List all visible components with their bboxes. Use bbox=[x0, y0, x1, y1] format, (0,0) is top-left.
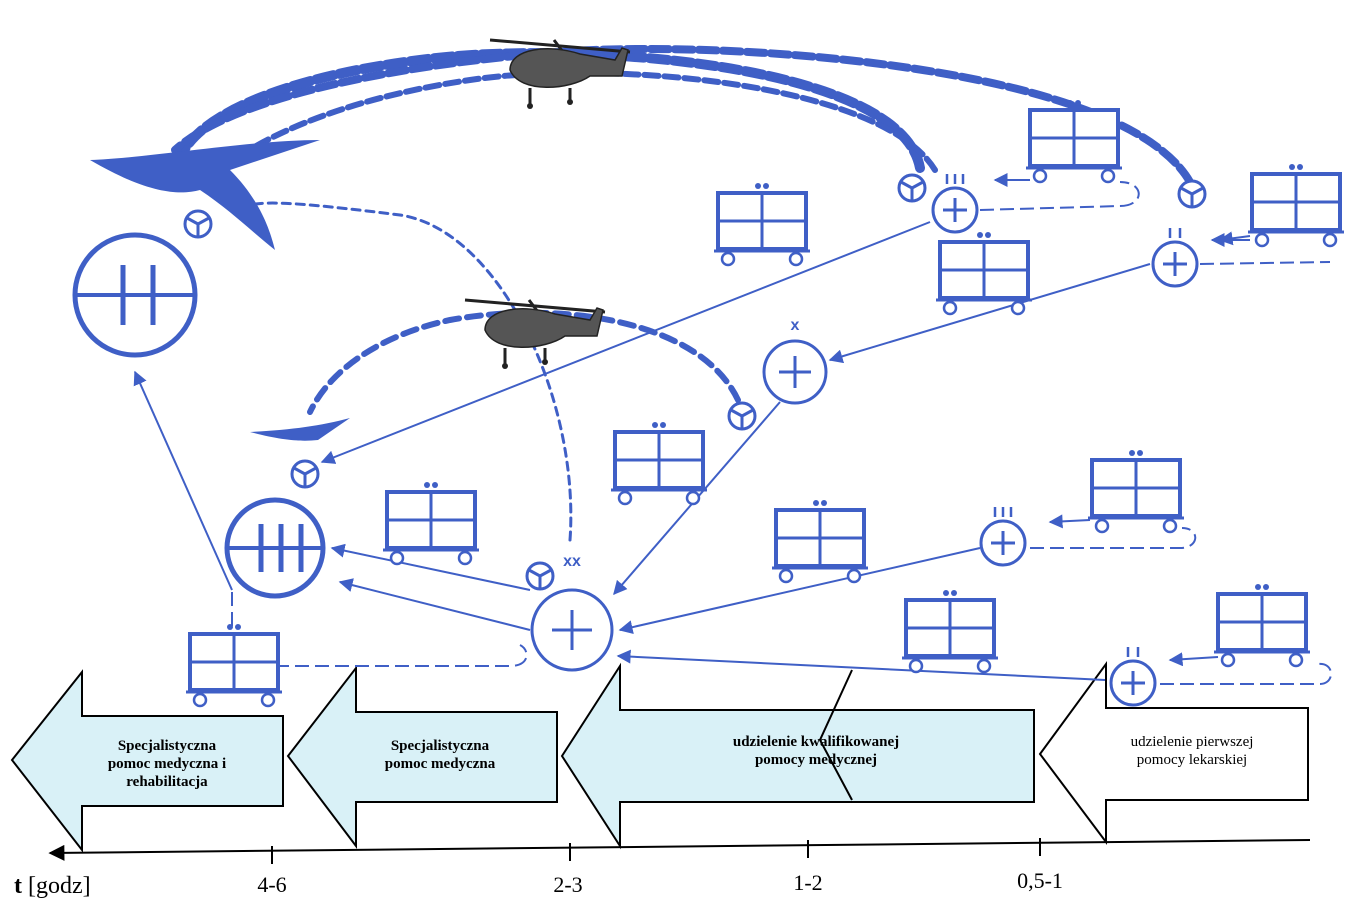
ambulance-icon bbox=[712, 181, 812, 267]
triage-sign-icon bbox=[183, 209, 213, 239]
stage-arrow-1 bbox=[10, 669, 284, 853]
stage-arrow-2 bbox=[286, 665, 558, 849]
stage-1-line-3: rehabilitacja bbox=[126, 774, 208, 790]
ambulance-icon bbox=[900, 588, 1000, 674]
triage-sign-icon bbox=[1177, 179, 1207, 209]
axis-label: t[godz] bbox=[14, 873, 91, 899]
air-evacuation-routes bbox=[171, 45, 1194, 542]
hospital-icon bbox=[224, 497, 326, 599]
ambulance-icon bbox=[1212, 582, 1312, 668]
hospital-icon bbox=[72, 232, 198, 358]
medical-post-icon bbox=[931, 174, 979, 234]
time-axis bbox=[48, 838, 1311, 864]
ambulance-icon bbox=[609, 420, 709, 506]
tick-label-4-6: 4-6 bbox=[257, 872, 286, 897]
ambulance-icon bbox=[770, 498, 870, 584]
stage-2-line-2: pomoc medyczna bbox=[385, 756, 496, 772]
medical-post-icon bbox=[762, 339, 828, 405]
medical-post-icon bbox=[1151, 228, 1199, 288]
stage-4-line-2: pomocy lekarskiej bbox=[1137, 752, 1247, 768]
airplane-icon bbox=[90, 140, 320, 250]
tick-label-0-5-1: 0,5-1 bbox=[1017, 868, 1063, 893]
ambulance-icon bbox=[381, 480, 481, 566]
ambulance-icon bbox=[1086, 448, 1186, 534]
stage-3-line-2: pomocy medycznej bbox=[755, 752, 877, 768]
stage-3-line-1: udzielenie kwalifikowanej bbox=[733, 734, 899, 750]
stage-4-line-1: udzielenie pierwszej bbox=[1131, 734, 1254, 750]
tick-label-1-2: 1-2 bbox=[793, 870, 822, 895]
stage-arrow-4 bbox=[1038, 660, 1309, 845]
stage-arrow-3 bbox=[560, 662, 1035, 850]
marker-x: x bbox=[791, 317, 800, 334]
ambulance-icon bbox=[934, 230, 1034, 316]
ambulance-icon bbox=[1024, 98, 1124, 184]
medical-post-icon bbox=[530, 588, 614, 672]
stage-1-line-1: Specjalistyczna bbox=[118, 738, 217, 754]
triage-sign-icon bbox=[525, 561, 555, 591]
tick-label-2-3: 2-3 bbox=[553, 872, 582, 897]
medical-post-icon bbox=[1109, 647, 1157, 707]
stage-2-line-1: Specjalistyczna bbox=[391, 738, 490, 754]
ambulance-icon bbox=[184, 622, 284, 708]
ambulance-icon bbox=[1246, 162, 1346, 248]
marker-xx: xx bbox=[563, 553, 581, 570]
triage-sign-icon bbox=[290, 459, 320, 489]
ground-dashed-routes bbox=[231, 181, 1332, 685]
airplane-icon bbox=[250, 418, 350, 441]
stage-1-line-2: pomoc medyczna i bbox=[108, 756, 226, 772]
medical-post-icon bbox=[979, 507, 1027, 567]
triage-sign-icon bbox=[897, 173, 927, 203]
triage-sign-icon bbox=[727, 401, 757, 431]
